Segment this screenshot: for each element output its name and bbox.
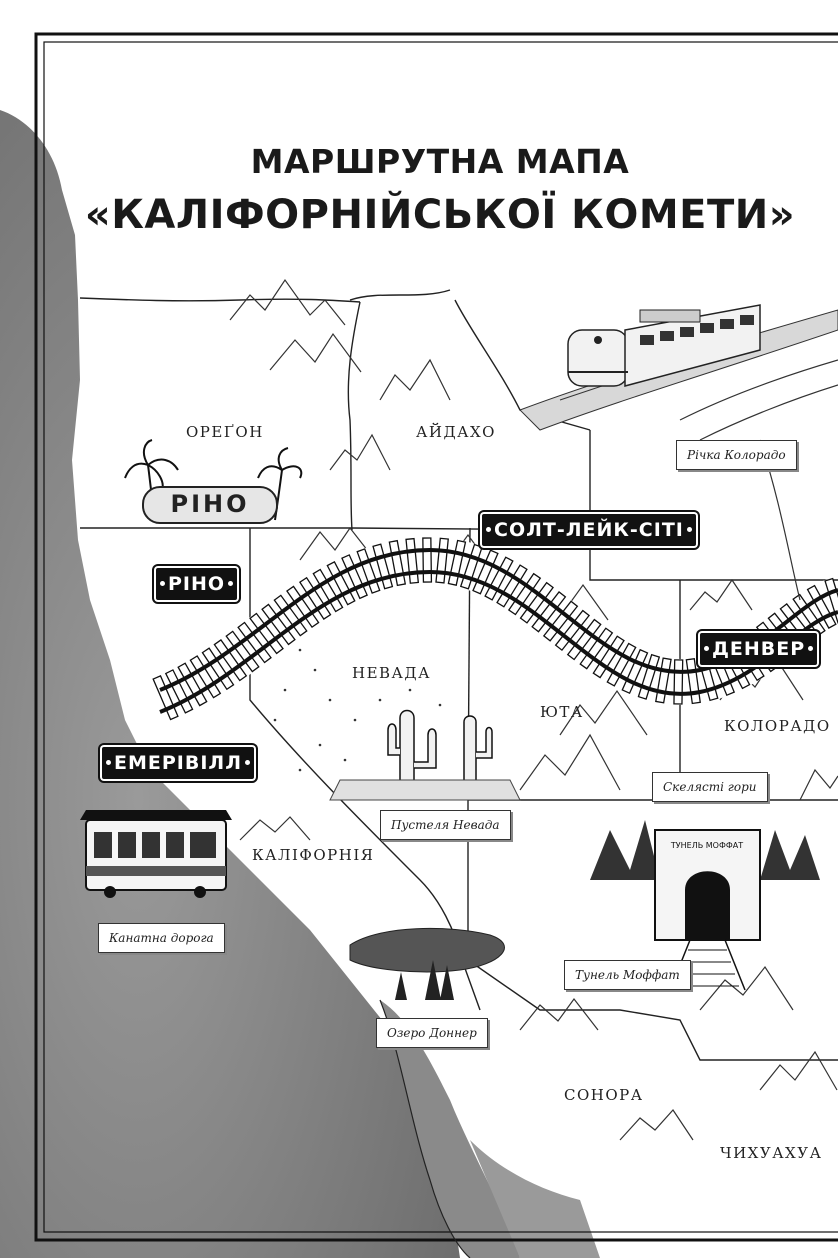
mountain-icon bbox=[329, 433, 391, 471]
mountain-icon bbox=[229, 278, 346, 326]
station-sign-emeryville: ЕМЕРІВІЛЛ bbox=[100, 745, 256, 781]
railroad-tie bbox=[312, 568, 344, 613]
map-title-line-2: «КАЛІФОРНІЙСЬКОЇ КОМЕТИ» bbox=[84, 192, 796, 238]
railroad-tie bbox=[496, 564, 528, 608]
railroad-tie bbox=[177, 662, 208, 707]
landmark-tag-nevada-desert: Пустеля Невада bbox=[380, 810, 511, 840]
pine-tree-icon bbox=[425, 960, 441, 1000]
pacific-ocean bbox=[0, 110, 600, 1258]
station-sign-salt-lake-city: СОЛТ-ЛЕЙК-СІТІ bbox=[480, 512, 698, 548]
state-label-california: КАЛІФОРНІЯ bbox=[252, 846, 375, 864]
railroad-tie bbox=[286, 585, 320, 629]
state-label-utah: ЮТА bbox=[540, 703, 584, 721]
railroad-tie bbox=[201, 647, 235, 691]
cable-car-icon bbox=[80, 810, 232, 898]
station-sign-reno: РІНО bbox=[154, 566, 240, 602]
state-label-idaho: АЙДАХО bbox=[416, 423, 496, 441]
railroad-tie bbox=[298, 576, 332, 620]
railroad-tie bbox=[237, 621, 272, 664]
railroad-tie bbox=[519, 581, 554, 624]
pine-tree-icon bbox=[395, 972, 407, 1000]
landmark-tag-rocky-mountains: Скелясті гори bbox=[652, 772, 768, 802]
railroad-tie bbox=[592, 635, 625, 679]
railroad-tie bbox=[225, 630, 260, 673]
railroad-tie bbox=[554, 609, 591, 652]
landmark-tag-moffat-tunnel: Тунель Моффат bbox=[564, 960, 691, 990]
desert-ground bbox=[329, 779, 521, 801]
railroad-tie bbox=[422, 537, 433, 583]
train-icon bbox=[519, 304, 838, 431]
mountain-icon bbox=[269, 332, 362, 373]
tunnel-sign: ТУНЕЛЬ МОФФАТ bbox=[670, 841, 743, 850]
railroad-tie bbox=[566, 618, 602, 661]
railroad-tie bbox=[792, 593, 826, 637]
desert-stipple bbox=[273, 648, 442, 772]
mountain-icon bbox=[519, 998, 599, 1031]
tunnel-icon bbox=[590, 820, 820, 991]
mountain-icon bbox=[699, 965, 794, 1011]
mountains bbox=[229, 278, 838, 1141]
mountain-icon bbox=[619, 1109, 694, 1141]
railroad-tie bbox=[542, 600, 579, 642]
palm-tree-icon bbox=[257, 447, 303, 521]
donner-lake bbox=[349, 927, 505, 1000]
railroad-tie bbox=[189, 655, 222, 699]
cactus-icon bbox=[387, 709, 493, 791]
railroad-tie bbox=[673, 659, 684, 705]
state-label-oregon: ОРЕҐОН bbox=[186, 423, 264, 441]
landmark-tag-donner-lake: Озеро Доннер bbox=[376, 1018, 488, 1048]
mountain-icon bbox=[519, 733, 621, 791]
state-label-nevada: НЕВАДА bbox=[352, 664, 431, 682]
state-label-colorado: КОЛОРАДО bbox=[724, 717, 831, 735]
map-title-line-1: МАРШРУТНА МАПА bbox=[250, 142, 630, 181]
colorado-river bbox=[679, 359, 838, 601]
mountain-icon bbox=[799, 768, 838, 801]
landmark-tag-cable-car: Канатна дорога bbox=[98, 923, 225, 953]
mountain-icon bbox=[759, 1050, 838, 1091]
landmark-tag-colorado-river: Річка Колорадо bbox=[676, 440, 797, 470]
railroad-tie bbox=[273, 594, 308, 637]
map-frame bbox=[34, 32, 838, 1242]
mountain-icon bbox=[689, 578, 753, 611]
mountain-icon bbox=[559, 689, 648, 736]
railroad-tie bbox=[579, 627, 614, 670]
pine-tree-icon bbox=[440, 965, 454, 1000]
state-label-chihuahua: ЧИХУАХУА bbox=[720, 1144, 823, 1162]
railroad-tie bbox=[824, 577, 838, 624]
state-label-sonora: СОНОРА bbox=[564, 1086, 644, 1104]
mountain-icon bbox=[299, 526, 376, 561]
railroad-tie bbox=[531, 591, 567, 633]
railroad-tie bbox=[261, 603, 296, 646]
railroad-tie bbox=[213, 639, 248, 682]
mountain-icon bbox=[379, 358, 451, 401]
station-sign-denver: ДЕНВЕР bbox=[698, 631, 820, 667]
reno-arch-sign: РІНО bbox=[142, 486, 278, 524]
railroad-tie bbox=[507, 572, 542, 616]
railroad-tie bbox=[606, 642, 637, 687]
railroad-tie bbox=[249, 612, 284, 655]
mountain-icon bbox=[239, 816, 311, 841]
